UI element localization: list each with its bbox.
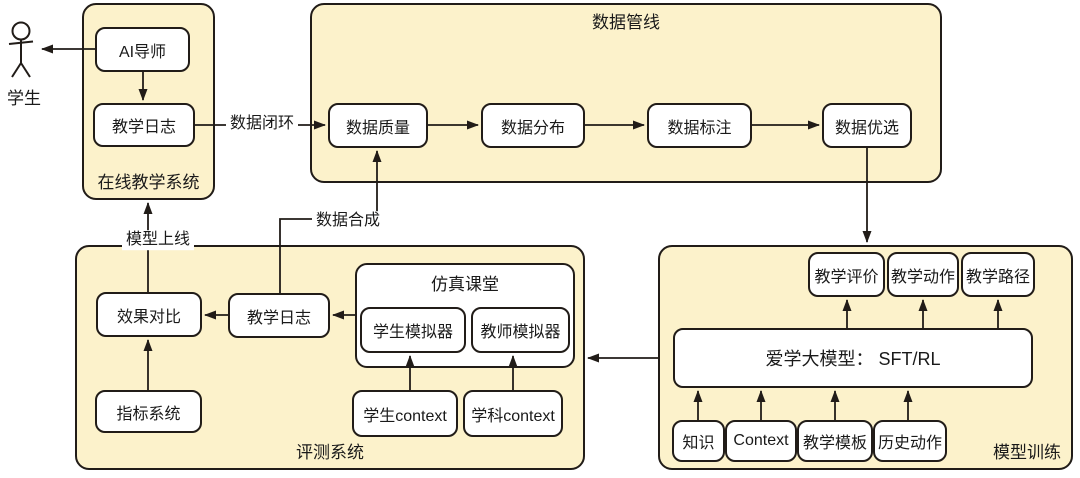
node-subject-context: 学科context xyxy=(463,390,563,437)
node-context: Context xyxy=(725,420,797,462)
student-actor-label: 学生 xyxy=(7,89,41,108)
node-teaching-log-eval: 教学日志 xyxy=(228,293,330,338)
node-teaching-log-online: 教学日志 xyxy=(93,103,195,147)
node-teacher-simulator: 教师模拟器 xyxy=(471,307,570,353)
edge-label-model-deploy: 模型上线 xyxy=(121,230,195,250)
node-knowledge: 知识 xyxy=(672,420,725,462)
group-title-online-teaching-system: 在线教学系统 xyxy=(97,173,200,193)
edge-label-data-closed-loop: 数据闭环 xyxy=(225,114,299,134)
node-ai-tutor: AI导师 xyxy=(95,27,190,72)
node-metric-system: 指标系统 xyxy=(95,390,202,433)
group-title-data-pipeline: 数据管线 xyxy=(592,13,660,32)
subgroup-title-simulation-classroom: 仿真课堂 xyxy=(431,275,499,294)
edge-label-data-synthesis: 数据合成 xyxy=(311,211,385,231)
group-title-model-training: 模型训练 xyxy=(993,443,1061,463)
node-data-annotation: 数据标注 xyxy=(647,103,752,148)
group-data-pipeline: 数据管线 xyxy=(310,3,942,183)
node-effect-comparison: 效果对比 xyxy=(96,292,202,337)
student-actor-icon xyxy=(8,21,34,78)
node-data-quality: 数据质量 xyxy=(328,103,428,148)
node-teaching-evaluation: 教学评价 xyxy=(808,252,885,297)
node-aixue-model: 爱学大模型： SFT/RL xyxy=(673,328,1033,388)
node-history-action: 历史动作 xyxy=(873,420,947,462)
node-teaching-template: 教学模板 xyxy=(797,420,873,462)
node-data-distribution: 数据分布 xyxy=(481,103,585,148)
node-teaching-path: 教学路径 xyxy=(961,252,1035,297)
node-student-context: 学生context xyxy=(352,390,458,437)
node-teaching-action: 教学动作 xyxy=(887,252,959,297)
node-data-selection: 数据优选 xyxy=(822,103,912,148)
group-title-evaluation-system: 评测系统 xyxy=(296,443,364,463)
node-student-simulator: 学生模拟器 xyxy=(360,307,466,353)
